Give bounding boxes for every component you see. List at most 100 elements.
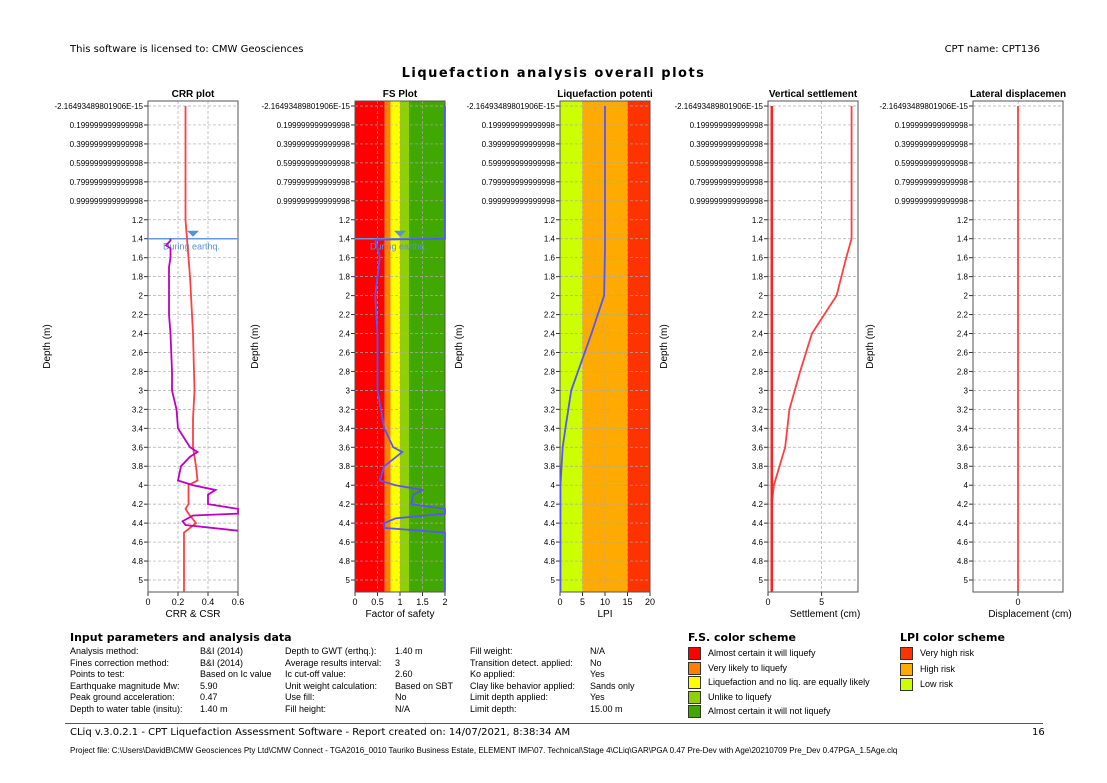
plot-frame	[354, 100, 446, 593]
y-tick-label: 1.4	[752, 235, 764, 244]
legend-label: Liquefaction and no liq. are equally lik…	[708, 677, 870, 687]
color-band	[390, 101, 400, 592]
y-tick-label: 0.399999999999998	[277, 140, 351, 149]
y-tick-label: 2.4	[752, 330, 764, 339]
y-tick-label: 0.999999999999998	[482, 197, 556, 206]
y-tick-label: 4.6	[752, 538, 764, 547]
y-tick-label: 3.6	[339, 443, 351, 452]
y-axis-label: Depth (m)	[659, 324, 670, 368]
panel-3: -2.16493489801906E-15 0.199999999999998 0.…	[454, 89, 655, 620]
y-tick-label: 0.999999999999998	[277, 197, 351, 206]
y-tick-label: 0.399999999999998	[690, 140, 764, 149]
y-tick-label: 3.4	[957, 424, 969, 433]
project-file: Project file: C:\Users\DavidB\CMW Geosci…	[70, 746, 898, 755]
param-label: Average results interval:	[285, 657, 382, 668]
color-swatch	[900, 662, 913, 676]
y-tick-label: 0.399999999999998	[482, 140, 556, 149]
x-tick-label: 15	[622, 597, 632, 607]
param-label: Fill height:	[285, 703, 327, 714]
panel-title: Vertical settlement	[769, 89, 858, 100]
y-tick-label: 3.8	[339, 462, 351, 471]
y-tick-label: 1.6	[132, 254, 144, 263]
legend-label: Very high risk	[920, 648, 975, 658]
param-value: 3	[395, 657, 401, 668]
y-tick-label: 2.4	[339, 330, 351, 339]
y-axis-label: Depth (m)	[42, 324, 53, 368]
plot-frame	[559, 100, 651, 593]
fs-scheme-title: F.S. color scheme	[688, 631, 796, 644]
y-tick-label: 3.6	[752, 443, 764, 452]
y-tick-label: 1.8	[752, 273, 764, 282]
water-table-label: During earthq.	[370, 242, 427, 252]
x-tick-label: 0.2	[172, 597, 185, 607]
y-tick-label: 2.4	[544, 330, 556, 339]
y-tick-label: 1.6	[752, 254, 764, 263]
y-tick-label: 2.6	[957, 348, 969, 357]
panel-2: -2.16493489801906E-150.1999999999999980.…	[250, 89, 448, 620]
x-tick-label: 0	[557, 597, 562, 607]
legend-label: Very likely to liquefy	[708, 662, 788, 673]
param-label: Fines correction method:	[70, 657, 170, 668]
param-label: Use fill:	[285, 692, 315, 702]
y-tick-label: 0.399999999999998	[70, 140, 144, 149]
y-tick-label: 4.6	[544, 538, 556, 547]
x-tick-label: 0.5	[371, 597, 384, 607]
y-tick-label: 0.199999999999998	[895, 121, 969, 130]
param-label: Depth to GWT (erthq.):	[285, 646, 377, 656]
y-tick-label: -2.16493489801906E-15	[879, 102, 968, 111]
y-tick-label: 3.2	[339, 405, 351, 414]
main-title: Liquefaction analysis overall plots	[401, 66, 706, 81]
series-lpi	[559, 106, 606, 592]
y-tick-label: 3	[346, 386, 351, 395]
legend-label: Unlike to liquefy	[708, 691, 772, 702]
y-tick-label: -2.16493489801906E-15	[466, 102, 555, 111]
y-tick-label: 2.6	[132, 348, 144, 357]
color-swatch	[688, 676, 701, 689]
y-tick-label: 4.4	[957, 519, 969, 528]
y-tick-label: 1.8	[132, 273, 144, 282]
plot-frame	[972, 100, 1064, 593]
y-tick-label: 2	[346, 292, 351, 301]
param-label: Ic cut-off value:	[285, 669, 346, 679]
y-tick-label: 2	[964, 292, 969, 301]
y-tick-label: 0.599999999999998	[895, 159, 969, 168]
y-tick-label: 2.4	[957, 330, 969, 339]
param-label: Unit weight calculation:	[285, 680, 378, 691]
y-tick-label: 2	[759, 292, 764, 301]
y-tick-label: 3.8	[957, 462, 969, 471]
y-tick-label: 4.4	[752, 519, 764, 528]
color-band	[400, 101, 409, 592]
panel-5: -2.16493489801906E-15 0.199999999999998 0.…	[865, 89, 1072, 620]
y-tick-label: 2.8	[544, 367, 556, 376]
y-tick-label: 4.4	[339, 519, 351, 528]
y-tick-label: 4.6	[957, 538, 969, 547]
y-tick-label: 3.6	[957, 443, 969, 452]
y-tick-label: 3.8	[752, 462, 764, 471]
param-value: 15.00 m	[590, 703, 623, 714]
param-label: Limit depth:	[470, 703, 517, 714]
y-tick-label: 0.199999999999998	[482, 121, 556, 130]
param-label: Ko applied:	[470, 669, 516, 679]
y-tick-label: 3.6	[544, 443, 556, 452]
y-tick-label: 4.2	[339, 500, 351, 509]
y-tick-label: 3.4	[339, 424, 351, 433]
y-tick-label: 1.8	[544, 273, 556, 282]
y-tick-label: 3.8	[132, 462, 144, 471]
y-tick-label: 0.199999999999998	[70, 121, 144, 130]
y-tick-label: 0.599999999999998	[690, 159, 764, 168]
x-tick-label: 1	[397, 597, 402, 607]
y-tick-label: 2.6	[339, 348, 351, 357]
color-band	[627, 101, 650, 592]
y-tick-label: 0.799999999999998	[70, 178, 144, 187]
x-tick-label: 0.6	[232, 597, 245, 607]
footer-divider	[65, 723, 1043, 724]
legend-label: Almost certain it will not liquefy	[708, 706, 831, 716]
param-value: No	[590, 657, 602, 668]
y-tick-label: 1.4	[132, 235, 144, 244]
param-label: Points to test:	[70, 669, 125, 679]
y-tick-label: 0.799999999999998	[895, 178, 969, 187]
y-tick-label: 4	[759, 481, 764, 490]
series-csr	[183, 106, 199, 592]
y-tick-label: 1.4	[339, 235, 351, 244]
param-label: Depth to water table (insitu):	[70, 703, 183, 714]
